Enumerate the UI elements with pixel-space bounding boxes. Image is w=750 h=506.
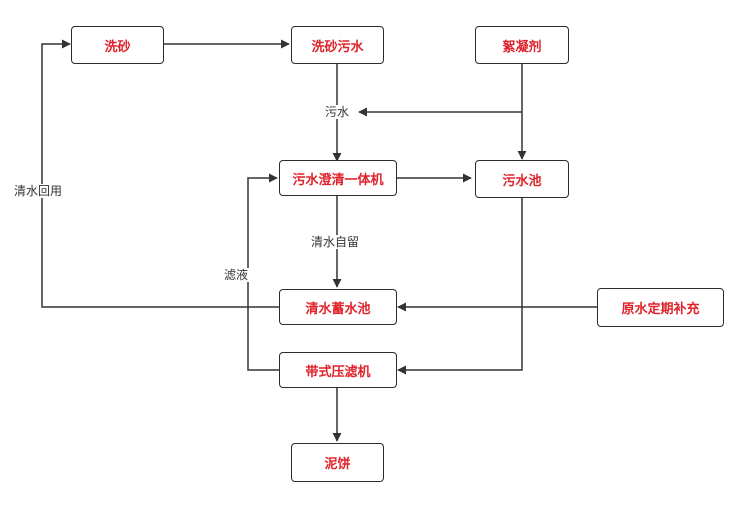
node-yalvji: 带式压滤机 [279, 352, 397, 388]
edge-yalvji-to-chengqing [247, 173, 279, 371]
node-xisha: 洗砂 [71, 26, 164, 64]
node-chengqing: 污水澄清一体机 [279, 160, 397, 196]
edge-wushuichi-to-yalvji [397, 197, 523, 375]
label-qingshui-huiyong: 清水回用 [12, 184, 65, 198]
node-qingshui-xushuichi: 清水蓄水池 [279, 289, 397, 325]
edge-qingshui-to-xisha [41, 39, 279, 308]
node-wushuichi: 污水池 [475, 160, 569, 198]
node-xuningji: 絮凝剂 [475, 26, 569, 64]
label-lvye: 滤液 [222, 268, 251, 282]
label-wushui: 污水 [323, 105, 352, 119]
node-nibing: 泥饼 [291, 443, 384, 482]
label-qingshui-ziliu: 清水自留 [309, 235, 362, 249]
node-yuanshui-buchong: 原水定期补充 [597, 288, 724, 327]
node-xisha-wushui: 洗砂污水 [291, 26, 384, 64]
